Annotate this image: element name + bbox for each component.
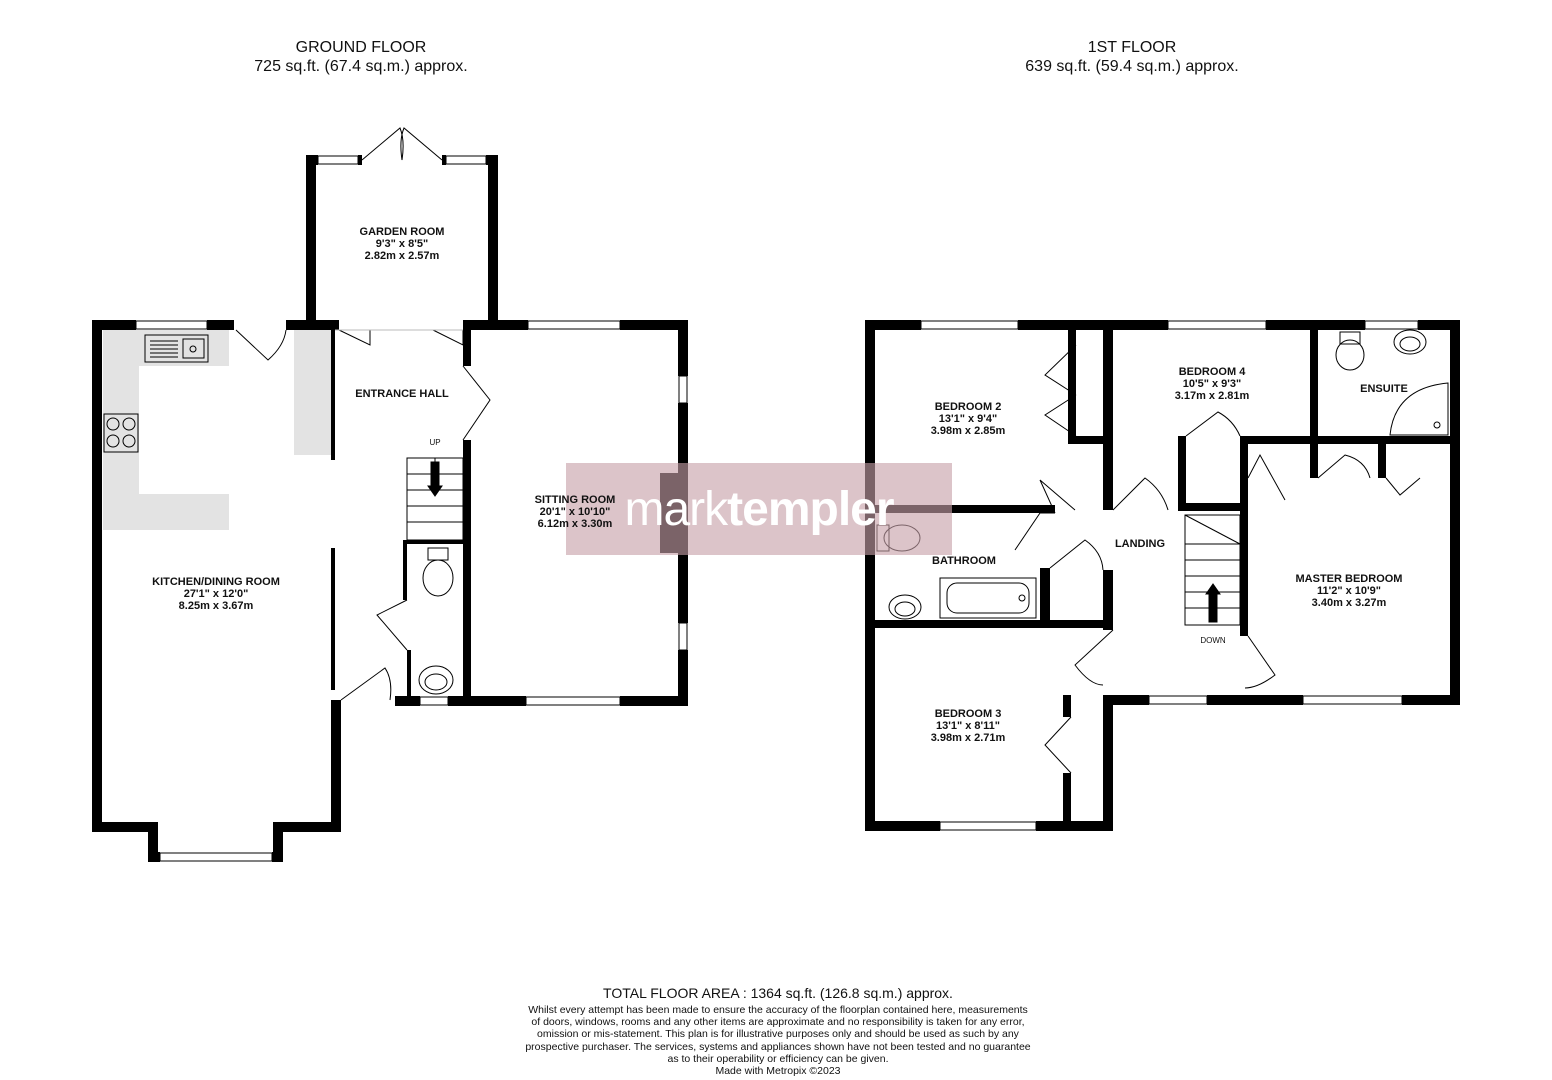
watermark-part2: templer [727, 482, 894, 536]
disclaimer-line: Whilst every attempt has been made to en… [528, 1004, 1028, 1016]
ground-floor-doors [235, 127, 491, 701]
room-dim-metric: 2.82m x 2.57m [364, 250, 440, 262]
kitchen-worktops [103, 330, 331, 530]
room-name: BATHROOM [932, 555, 996, 567]
first-floor-windows [865, 320, 1419, 831]
room-ensuite: ENSUITE [1360, 383, 1408, 395]
room-dim-imperial: 9'3" x 8'5" [375, 238, 429, 250]
first-floor-doors [1014, 344, 1421, 774]
footer: TOTAL FLOOR AREA : 1364 sq.ft. (126.8 sq… [500, 985, 1056, 1077]
ground-floor-header: GROUND FLOOR 725 sq.ft. (67.4 sq.m.) app… [241, 38, 481, 76]
ground-floor-area: 725 sq.ft. (67.4 sq.m.) approx. [254, 58, 468, 75]
room-master-bedroom: MASTER BEDROOM 11'2" x 10'9" 3.40m x 3.2… [1296, 573, 1403, 609]
room-name: LANDING [1114, 538, 1166, 550]
disclaimer-line: as to their operability or efficiency ca… [667, 1052, 889, 1065]
first-floor-title: 1ST FLOOR [1087, 39, 1177, 56]
first-floor-header: 1ST FLOOR 639 sq.ft. (59.4 sq.m.) approx… [1012, 38, 1252, 76]
room-kitchen-dining-room: KITCHEN/DINING ROOM 27'1" x 12'0" 8.25m … [152, 576, 280, 612]
stairs-down-label: DOWN [1200, 636, 1226, 645]
ground-floor-fixtures [103, 334, 454, 695]
room-sitting-room: SITTING ROOM 20'1" x 10'10" 6.12m x 3.30… [535, 494, 616, 530]
room-landing: LANDING [1115, 538, 1165, 550]
room-name: BEDROOM 4 [1178, 366, 1246, 378]
room-name: GARDEN ROOM [359, 226, 445, 238]
room-dim-metric: 3.40m x 3.27m [1311, 597, 1387, 609]
room-bathroom: BATHROOM [932, 555, 996, 567]
watermark-part1: mark [624, 482, 728, 536]
room-dim-metric: 3.17m x 2.81m [1174, 390, 1250, 402]
room-name: MASTER BEDROOM [1295, 573, 1403, 585]
room-name: KITCHEN/DINING ROOM [152, 576, 280, 588]
room-dim-metric: 6.12m x 3.30m [537, 518, 613, 530]
room-bedroom-4: BEDROOM 4 10'5" x 9'3" 3.17m x 2.81m [1175, 366, 1250, 402]
ground-floor-windows [135, 155, 688, 862]
first-floor-area: 639 sq.ft. (59.4 sq.m.) approx. [1025, 58, 1239, 75]
room-garden-room: GARDEN ROOM 9'3" x 8'5" 2.82m x 2.57m [360, 226, 445, 262]
room-dim-metric: 8.25m x 3.67m [178, 600, 254, 612]
room-name: BEDROOM 2 [934, 401, 1002, 413]
room-bedroom-3: BEDROOM 3 13'1" x 8'11" 3.98m x 2.71m [931, 708, 1006, 744]
room-dim-imperial: 20'1" x 10'10" [539, 506, 611, 518]
room-dim-metric: 3.98m x 2.71m [930, 732, 1006, 744]
ground-floor-stairs [406, 457, 464, 541]
disclaimer-line: omission or mis-statement. This plan is … [537, 1028, 1019, 1041]
first-floor-plan [865, 320, 1460, 831]
ground-floor-title: GROUND FLOOR [295, 39, 427, 56]
room-name: SITTING ROOM [534, 494, 616, 506]
room-dim-imperial: 13'1" x 8'11" [936, 720, 1000, 732]
watermark-box [566, 463, 952, 555]
total-floor-area: TOTAL FLOOR AREA : 1364 sq.ft. (126.8 sq… [603, 985, 953, 1001]
room-bedroom-2: BEDROOM 2 13'1" x 9'4" 3.98m x 2.85m [931, 401, 1006, 437]
disclaimer: Whilst every attempt has been made to en… [500, 1004, 1056, 1077]
room-name: ENSUITE [1360, 383, 1408, 395]
disclaimer-line: of doors, windows, rooms and any other i… [531, 1016, 1025, 1029]
room-dim-imperial: 11'2" x 10'9" [1316, 585, 1381, 597]
credit-line: Made with Metropix ©2023 [715, 1065, 841, 1078]
room-name: ENTRANCE HALL [355, 388, 449, 400]
disclaimer-line: prospective purchaser. The services, sys… [525, 1040, 1031, 1053]
room-dim-imperial: 27'1" x 12'0" [183, 588, 249, 600]
room-dim-metric: 3.98m x 2.85m [930, 425, 1006, 437]
room-name: BEDROOM 3 [934, 708, 1002, 720]
room-dim-imperial: 13'1" x 9'4" [938, 413, 998, 425]
room-dim-imperial: 10'5" x 9'3" [1182, 378, 1242, 390]
first-floor-stairs [1184, 514, 1241, 626]
first-floor-walls [865, 320, 1460, 831]
stairs-up-label: UP [429, 438, 441, 447]
room-entrance-hall: ENTRANCE HALL [355, 388, 449, 400]
